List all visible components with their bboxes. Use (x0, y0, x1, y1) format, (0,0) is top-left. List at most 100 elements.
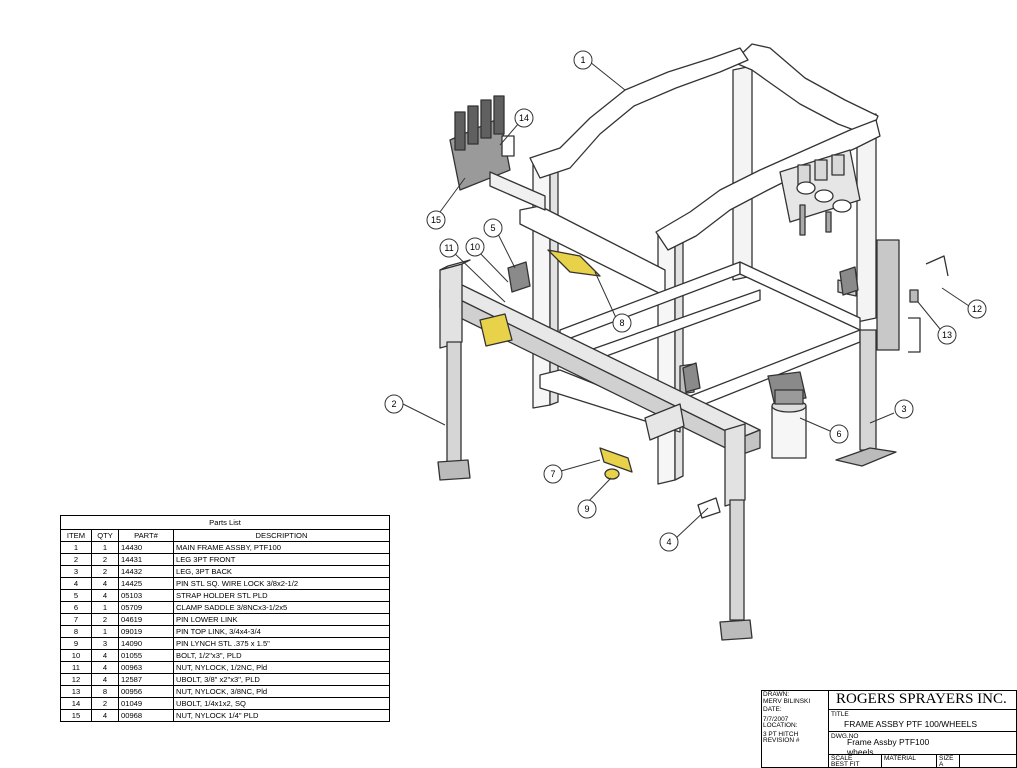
back-leg (835, 239, 900, 467)
balloon-14: 14 (514, 108, 534, 128)
item-balloons: 1 2 3 4 5 6 7 8 9 10 11 12 13 14 15 (384, 50, 987, 552)
cell-part: 14425 (118, 577, 174, 590)
cell-qty: 1 (91, 601, 119, 614)
cell-qty: 1 (91, 541, 119, 554)
svg-text:8: 8 (619, 318, 624, 328)
strap-holders (507, 261, 859, 393)
cell-description: NUT, NYLOCK, 3/8NC, Pld (173, 685, 390, 698)
cell-description: NUT, NYLOCK 1/4" PLD (173, 709, 390, 722)
svg-text:13: 13 (942, 330, 952, 340)
cell-item: 1 (60, 541, 92, 554)
dwg-value-line2: wheels (847, 747, 874, 757)
scale-value: BEST FIT (831, 761, 860, 768)
size-value: A (939, 761, 944, 768)
cell-description: UBOLT, 3/8" x2"x3", PLD (173, 673, 390, 686)
parts-list-header-row: ITEM QTY PART# DESCRIPTION (60, 529, 390, 542)
svg-text:2: 2 (391, 399, 396, 409)
lower-link-pins (479, 249, 685, 480)
cell-qty: 2 (91, 565, 119, 578)
front-valve-manifold (449, 95, 546, 211)
cell-qty: 4 (91, 589, 119, 602)
balloon-2: 2 (384, 394, 404, 414)
cell-qty: 4 (91, 649, 119, 662)
cell-item: 8 (60, 625, 92, 638)
svg-text:10: 10 (470, 242, 480, 252)
cell-item: 4 (60, 577, 92, 590)
material-label: MATERIAL (884, 755, 917, 762)
cell-description: CLAMP SADDLE 3/8NCx3-1/2x5 (173, 601, 390, 614)
dwg-value: Frame Assby PTF100 (847, 737, 930, 747)
svg-text:3: 3 (901, 404, 906, 414)
cell-part: 00968 (118, 709, 174, 722)
cell-description: LEG, 3PT BACK (173, 565, 390, 578)
cell-qty: 4 (91, 661, 119, 674)
cell-item: 9 (60, 637, 92, 650)
center-leg (697, 423, 753, 641)
balloon-5: 5 (483, 218, 503, 238)
svg-text:5: 5 (490, 223, 495, 233)
front-leg (437, 259, 471, 481)
cell-part: 14430 (118, 541, 174, 554)
balloon-10: 10 (465, 237, 485, 257)
col-header-item: ITEM (60, 529, 92, 542)
parts-list-caption: Parts List (60, 515, 390, 530)
company-name: ROGERS SPRAYERS INC. (836, 691, 1007, 707)
cell-qty: 2 (91, 697, 119, 710)
cell-description: PIN STL SQ. WIRE LOCK 3/8x2-1/2 (173, 577, 390, 590)
cell-description: LEG 3PT FRONT (173, 553, 390, 566)
location-value: 3 PT HITCH (763, 731, 799, 738)
cell-description: PIN LOWER LINK (173, 613, 390, 626)
cell-description: UBOLT, 1/4x1x2, SQ (173, 697, 390, 710)
cell-description: PIN LYNCH STL .375 x 1.5" (173, 637, 390, 650)
cell-part: 14431 (118, 553, 174, 566)
drawn-label: DRAWN: (763, 691, 790, 698)
balloon-7: 7 (543, 464, 563, 484)
revision-label: REVISION # (763, 737, 800, 744)
cell-item: 15 (60, 709, 92, 722)
cell-item: 12 (60, 673, 92, 686)
cell-part: 01049 (118, 697, 174, 710)
svg-text:6: 6 (836, 429, 841, 439)
cell-item: 2 (60, 553, 92, 566)
balloon-11: 11 (439, 238, 459, 258)
drawn-value: MERV BILINSKI (763, 698, 811, 705)
dwg-label: DWG.NO (831, 733, 859, 740)
cell-part: 00963 (118, 661, 174, 674)
cell-item: 13 (60, 685, 92, 698)
cell-qty: 2 (91, 553, 119, 566)
cell-description: PIN TOP LINK, 3/4x4-3/4 (173, 625, 390, 638)
location-label: LOCATION: (763, 722, 798, 729)
svg-text:12: 12 (972, 304, 982, 314)
cell-part: 05709 (118, 601, 174, 614)
cell-item: 3 (60, 565, 92, 578)
tb-blank-cell (959, 754, 1017, 768)
cell-item: 6 (60, 601, 92, 614)
cell-description: BOLT, 1/2"x3", PLD (173, 649, 390, 662)
cell-part: 05103 (118, 589, 174, 602)
u-bolts (908, 255, 949, 353)
date-value: 7/7/2007 (763, 716, 789, 723)
svg-text:11: 11 (444, 243, 453, 253)
balloon-9: 9 (577, 499, 597, 519)
balloon-8: 8 (612, 313, 632, 333)
col-header-description: DESCRIPTION (173, 529, 390, 542)
size-label: SIZE (939, 755, 954, 762)
cell-qty: 2 (91, 613, 119, 626)
cell-item: 11 (60, 661, 92, 674)
balloon-13: 13 (937, 325, 957, 345)
